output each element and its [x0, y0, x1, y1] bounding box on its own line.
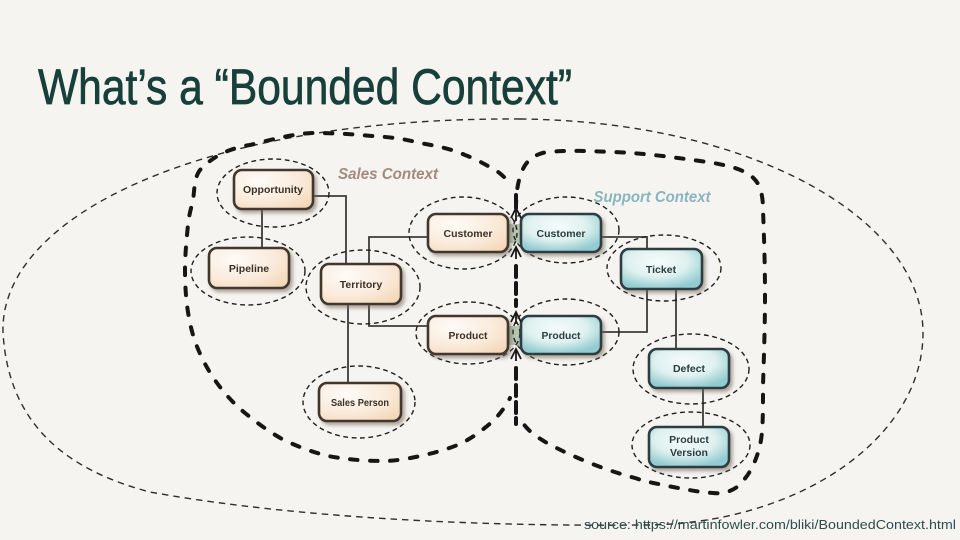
svg-text:Opportunity: Opportunity [243, 184, 303, 196]
svg-text:What’s a “Bounded Context”: What’s a “Bounded Context” [38, 59, 572, 115]
svg-text:Sales Context: Sales Context [338, 166, 439, 183]
svg-text:Support Context: Support Context [594, 189, 712, 206]
svg-text:Product: Product [669, 434, 709, 446]
svg-text:Version: Version [670, 447, 708, 459]
svg-text:Pipeline: Pipeline [229, 263, 269, 275]
svg-text:Customer: Customer [443, 228, 492, 240]
svg-text:Product: Product [449, 330, 488, 342]
svg-text:source: https://martinfowler.c: source: https://martinfowler.com/bliki/B… [584, 518, 956, 532]
svg-text:Customer: Customer [536, 228, 585, 240]
svg-text:Territory: Territory [340, 279, 383, 291]
svg-text:Product: Product [542, 330, 581, 342]
svg-text:Ticket: Ticket [646, 264, 677, 276]
svg-text:Defect: Defect [673, 363, 706, 375]
svg-text:Sales Person: Sales Person [331, 397, 389, 409]
